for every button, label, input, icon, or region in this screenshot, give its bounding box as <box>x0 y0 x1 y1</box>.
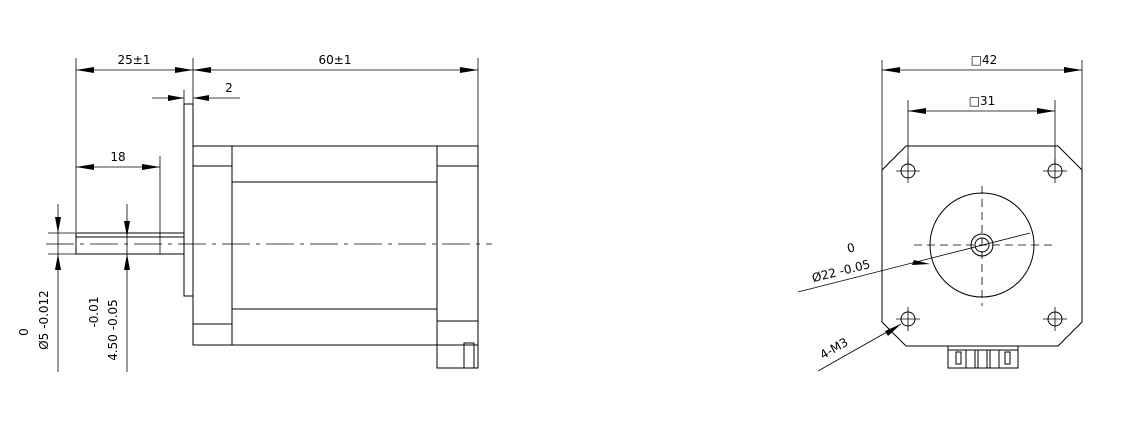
dim-flange-thickness: 2 <box>225 81 233 95</box>
arrow <box>142 164 160 170</box>
arrow <box>76 164 94 170</box>
arrow <box>193 95 209 101</box>
arrow <box>885 324 901 336</box>
side-view: 25±1 60±1 2 18 0 Ø5 -0.012 -0.01 4.50 -0… <box>17 53 492 372</box>
connector-pin <box>1004 351 1011 365</box>
arrow <box>1064 67 1082 73</box>
arrow <box>175 67 193 73</box>
motor-body <box>192 145 479 346</box>
connector-pin <box>965 349 976 369</box>
dim-hole-spacing: □31 <box>969 94 996 108</box>
shaft-tol-upper: 0 <box>17 328 31 336</box>
front-view: □42 □31 0 Ø22 -0.05 4-M3 <box>797 53 1083 372</box>
mounting-hole <box>1043 307 1067 331</box>
dim-flat-length: 18 <box>110 150 125 164</box>
connector-pin <box>955 351 962 365</box>
connector-housing <box>947 345 1019 369</box>
arrow <box>55 254 61 270</box>
dim-body-square: □42 <box>971 53 998 67</box>
arrow <box>908 108 926 114</box>
connector-pin <box>989 349 1000 369</box>
arrow <box>1037 108 1055 114</box>
arrow <box>55 217 61 233</box>
arrow <box>76 67 94 73</box>
flat-tol-upper: -0.01 <box>87 296 101 327</box>
flat-tol-lower: 4.50 -0.05 <box>106 299 120 361</box>
front-face-outline <box>881 145 1083 347</box>
arrow <box>193 67 211 73</box>
arrow <box>882 67 900 73</box>
pilot-tol-upper: 0 <box>846 240 857 255</box>
connector-pin <box>977 349 988 369</box>
arrow <box>168 95 184 101</box>
dim-flange-shaft: 25±1 <box>118 53 151 67</box>
shaft-tol-lower: Ø5 -0.012 <box>37 290 51 350</box>
shaft <box>75 232 185 255</box>
arrow <box>460 67 478 73</box>
mounting-hole <box>896 307 920 331</box>
connector-stub <box>463 342 475 369</box>
arrow <box>124 254 130 270</box>
arrow <box>124 221 130 237</box>
dim-body-length: 60±1 <box>319 53 352 67</box>
thread-callout: 4-M3 <box>818 335 851 362</box>
flange-plate <box>183 103 194 297</box>
arrow <box>912 260 930 265</box>
